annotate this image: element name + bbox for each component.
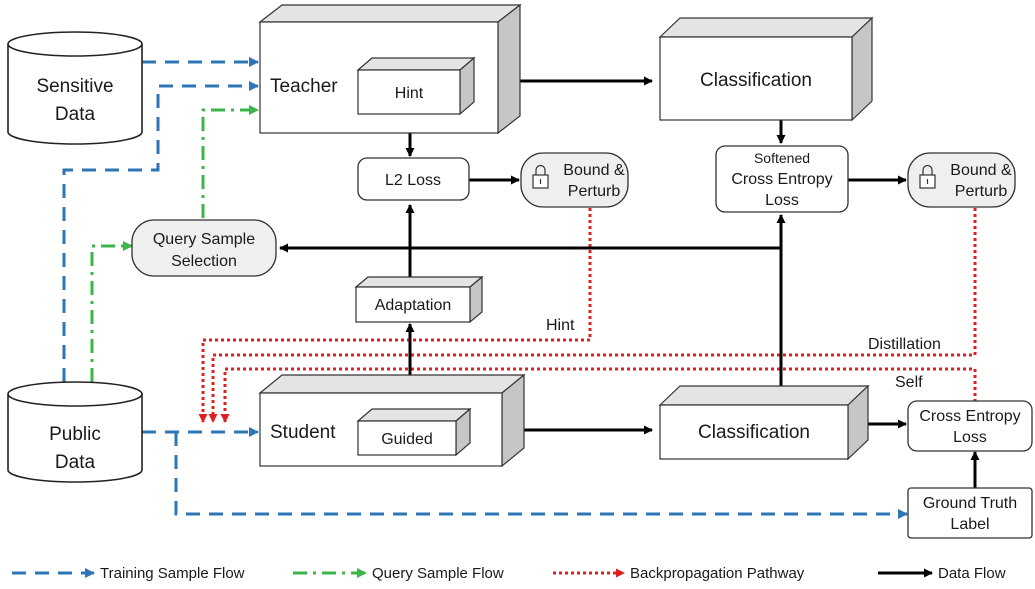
- public-data-label-line1: Public: [49, 424, 101, 445]
- distillation-backprop-path: [208, 208, 977, 423]
- backprop-flows: [198, 208, 977, 423]
- bound-perturb-box-2: Bound & Perturb: [907, 152, 1016, 208]
- classification-top-box: Classification: [658, 16, 874, 122]
- hint-backprop-path: [198, 208, 592, 423]
- self-backprop-path: [220, 367, 977, 423]
- legend-query-label: Query Sample Flow: [372, 565, 504, 582]
- softened-label-line1: Softened: [754, 150, 810, 166]
- softened-ce-loss-box: Softened: [715, 145, 849, 213]
- public-data-store: Public Data: [7, 381, 143, 483]
- classification-bottom-box: Classification: [658, 384, 870, 461]
- bound-perturb-1-line1: Bound &: [563, 162, 625, 179]
- student-label: Student: [270, 422, 336, 443]
- adaptation-box: Adaptation: [354, 275, 484, 324]
- query-sample-selection-box: Query Sample Selection: [131, 219, 277, 277]
- lock-icon: [532, 164, 549, 189]
- data-flows: [279, 76, 980, 488]
- l2-loss-label: L2 Loss: [385, 172, 441, 189]
- hint-label: Hint: [395, 85, 424, 102]
- public-to-query-arrow: [90, 241, 133, 382]
- self-path-label: Self: [895, 374, 923, 391]
- softened-label-line3: Loss: [765, 192, 799, 209]
- legend-item-backprop: Backpropagation Pathway: [553, 565, 805, 582]
- distillation-path-label: Distillation: [868, 336, 941, 353]
- sensitive-data-label-line1: Sensitive: [36, 76, 113, 97]
- legend-data-label: Data Flow: [938, 565, 1006, 582]
- ground-truth-line2: Label: [950, 516, 989, 533]
- query-sample-flows: [90, 105, 259, 382]
- cross-entropy-line2: Loss: [953, 429, 987, 446]
- sensitive-data-label-line2: Data: [55, 104, 96, 125]
- bound-perturb-1-line2: Perturb: [568, 183, 621, 200]
- legend-training-label: Training Sample Flow: [100, 565, 245, 582]
- training-sample-flows: [62, 57, 908, 519]
- l2-loss-box: L2 Loss: [357, 157, 470, 201]
- public-data-label-line2: Data: [55, 452, 96, 473]
- bound-perturb-2-line1: Bound &: [950, 162, 1012, 179]
- cross-entropy-loss-box: Cross Entropy Loss: [907, 400, 1033, 452]
- softened-label-line2: Cross Entropy: [731, 171, 832, 188]
- legend-item-data: Data Flow: [878, 565, 1006, 582]
- adaptation-label: Adaptation: [375, 297, 452, 314]
- legend-item-query: Query Sample Flow: [293, 565, 504, 582]
- classification-top-label: Classification: [700, 70, 812, 91]
- legend: Training Sample Flow Query Sample Flow B…: [12, 565, 1006, 582]
- public-to-ground-truth-arrow: [174, 432, 908, 519]
- legend-item-training: Training Sample Flow: [12, 565, 245, 582]
- hint-path-label: Hint: [546, 317, 575, 334]
- public-to-teacher-arrow: [62, 81, 259, 382]
- guided-box: Guided: [356, 407, 472, 457]
- hint-box: Hint: [356, 56, 476, 116]
- bound-perturb-box-1: Bound & Perturb: [520, 152, 629, 208]
- query-selection-line2: Selection: [171, 253, 237, 270]
- bound-perturb-2-line2: Perturb: [955, 183, 1008, 200]
- lock-icon: [919, 164, 936, 189]
- guided-label: Guided: [381, 431, 433, 448]
- sensitive-data-store: Sensitive Data: [7, 31, 143, 145]
- ground-truth-line1: Ground Truth: [923, 495, 1017, 512]
- query-to-teacher-arrow: [201, 105, 259, 218]
- query-selection-line1: Query Sample: [153, 231, 255, 248]
- teacher-label: Teacher: [270, 76, 338, 97]
- legend-backprop-label: Backpropagation Pathway: [630, 565, 805, 582]
- ground-truth-label-box: Ground Truth Label: [907, 487, 1033, 539]
- classification-bottom-label: Classification: [698, 422, 810, 443]
- cross-entropy-line1: Cross Entropy: [919, 408, 1020, 425]
